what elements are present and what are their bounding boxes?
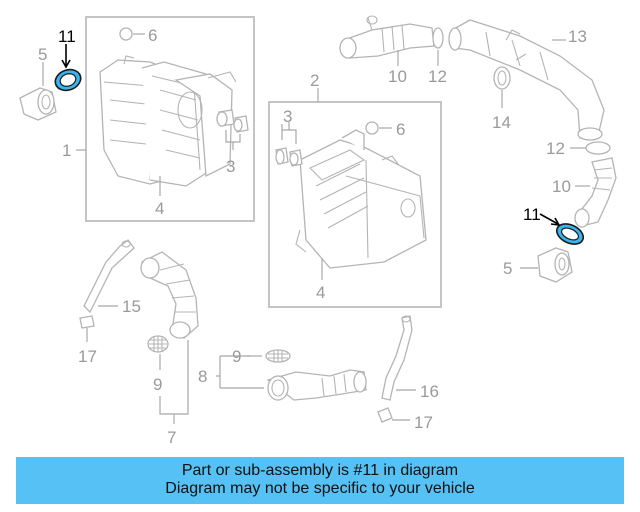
callout-11-right: 11 xyxy=(523,205,541,224)
clamp-12-right xyxy=(585,141,611,155)
callout-12-top: 12 xyxy=(428,67,447,86)
callout-5-right: 5 xyxy=(503,259,512,278)
callout-10-right: 10 xyxy=(552,177,571,196)
callout-9-mid: 9 xyxy=(232,347,241,366)
breather-hose-16 xyxy=(381,315,413,401)
callout-12-right: 12 xyxy=(546,139,565,158)
callout-3-mid: 3 xyxy=(283,107,292,126)
callout-15: 15 xyxy=(122,297,141,316)
clip-17-left xyxy=(79,315,95,329)
assembly-2-box xyxy=(268,101,442,308)
o-ring-6-top xyxy=(119,27,133,41)
air-cleaner-housing-mid xyxy=(295,129,427,269)
hose-clamp-11-right-highlighted[interactable] xyxy=(554,220,587,248)
info-banner: Part or sub-assembly is #11 in diagram D… xyxy=(16,457,624,504)
callout-10-top: 10 xyxy=(388,67,407,86)
callout-5-left: 5 xyxy=(38,45,47,64)
hose-clamp-11-left-highlighted[interactable] xyxy=(52,66,83,94)
breather-hose-15 xyxy=(83,239,135,314)
callout-17-right: 17 xyxy=(414,413,433,432)
callout-6-mid: 6 xyxy=(396,120,405,139)
intake-hose-10-top xyxy=(339,15,435,59)
callout-16: 16 xyxy=(420,382,439,401)
callout-8: 8 xyxy=(198,367,207,386)
screen-9-mid xyxy=(265,349,291,363)
intake-hose-10-right xyxy=(574,157,617,228)
callout-2: 2 xyxy=(310,71,319,90)
screen-9-lower xyxy=(147,335,169,353)
air-cleaner-housing-left xyxy=(99,55,237,187)
callout-3-left: 3 xyxy=(226,157,235,176)
callout-1: 1 xyxy=(62,141,71,160)
assembly-1-box xyxy=(85,16,255,222)
callout-4-mid: 4 xyxy=(316,283,325,302)
clamp-14 xyxy=(493,66,511,90)
mass-airflow-sensor-5-left xyxy=(19,87,57,121)
banner-line-2: Diagram may not be specific to your vehi… xyxy=(165,480,475,497)
callout-13: 13 xyxy=(568,27,587,46)
intake-duct-13 xyxy=(448,19,605,141)
grommets-3-left xyxy=(216,109,249,133)
resonator-hose-7 xyxy=(140,251,199,339)
banner-line-1: Part or sub-assembly is #11 in diagram xyxy=(181,462,459,479)
clip-17-right xyxy=(377,407,393,423)
callout-14: 14 xyxy=(492,113,511,132)
callout-6-top: 6 xyxy=(148,26,157,45)
mass-airflow-sensor-5-right xyxy=(537,247,573,283)
callout-17-left: 17 xyxy=(78,347,97,366)
grommets-3-mid xyxy=(275,147,303,167)
callout-4-left: 4 xyxy=(155,199,164,218)
air-duct-8 xyxy=(266,369,367,401)
callout-9-lower: 9 xyxy=(153,375,162,394)
o-ring-6-mid xyxy=(365,121,379,135)
parts-diagram: 1 6 3 4 5 11 2 xyxy=(19,15,617,447)
clamp-12-top xyxy=(432,27,444,49)
callout-11-left: 11 xyxy=(58,27,76,46)
callout-7: 7 xyxy=(167,428,176,447)
